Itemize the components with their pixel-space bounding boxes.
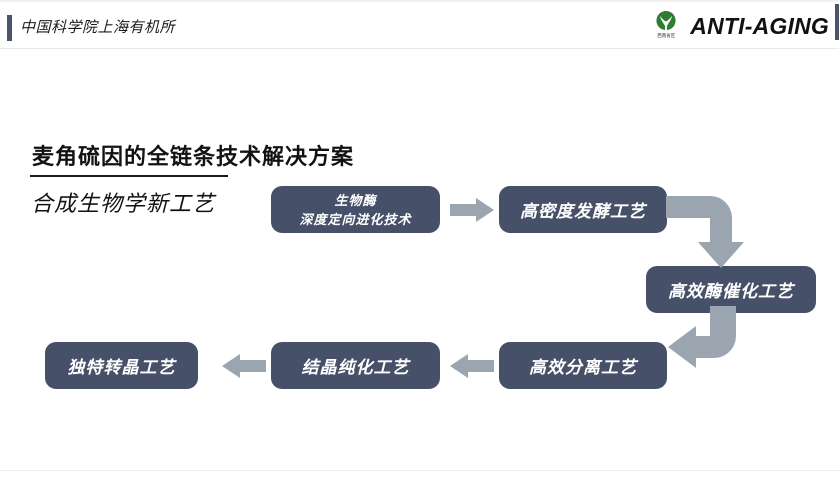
page-subtitle: 合成生物学新工艺 (31, 191, 216, 216)
flow-node-separation-label: 高效分离工艺 (529, 358, 637, 377)
arrow-right-icon-enzyme-to-fermentation (450, 198, 494, 222)
flow-node-catalysis[interactable]: 高效酶催化工艺 (646, 266, 816, 313)
flow-node-catalysis-label: 高效酶催化工艺 (668, 282, 794, 301)
header-right-accent-bar (835, 4, 839, 40)
flow-node-crystallization-label: 结晶纯化工艺 (301, 358, 410, 377)
brand-logo-subtext-en: · · · · (658, 38, 675, 42)
flow-node-enzyme-line1: 生物酶 (334, 192, 377, 208)
brand-logo-subtext-cn: 西南省区 (657, 33, 676, 38)
flow-node-enzyme-line2: 深度定向进化技术 (299, 211, 412, 227)
slide-header: 中国科学院上海有机所 西南省区 · · · · ANTI-AGING (0, 2, 839, 48)
flow-node-crystallization[interactable]: 结晶纯化工艺 (271, 342, 440, 389)
header-divider (0, 48, 839, 49)
arrow-left-icon-separation-to-crystallization (450, 354, 494, 378)
flow-node-fermentation[interactable]: 高密度发酵工艺 (499, 186, 667, 233)
arrow-left-icon-crystallization-to-transcrystal (222, 354, 266, 378)
institute-name: 中国科学院上海有机所 (20, 19, 176, 36)
green-leaf-circle-icon (656, 10, 676, 32)
arrow-elbow-down-left-icon-catalysis-to-separation (668, 306, 736, 368)
flow-node-fermentation-label: 高密度发酵工艺 (520, 202, 646, 221)
brand-wordmark: ANTI-AGING (690, 12, 829, 39)
header-accent-bar (7, 15, 12, 41)
brand-logo: 西南省区 · · · · (649, 10, 683, 42)
top-divider (0, 0, 839, 2)
arrow-elbow-right-down-icon-fermentation-to-catalysis (666, 196, 744, 268)
brand-lockup: 西南省区 · · · · ANTI-AGING (649, 8, 829, 44)
flow-node-enzyme[interactable]: 生物酶 深度定向进化技术 (271, 186, 440, 233)
title-underline (30, 175, 228, 177)
bottom-divider (0, 470, 839, 471)
flow-node-transcrystal-label: 独特转晶工艺 (67, 358, 176, 377)
page-title: 麦角硫因的全链条技术解决方案 (32, 144, 355, 169)
flow-node-separation[interactable]: 高效分离工艺 (499, 342, 667, 389)
flow-node-transcrystal[interactable]: 独特转晶工艺 (45, 342, 198, 389)
